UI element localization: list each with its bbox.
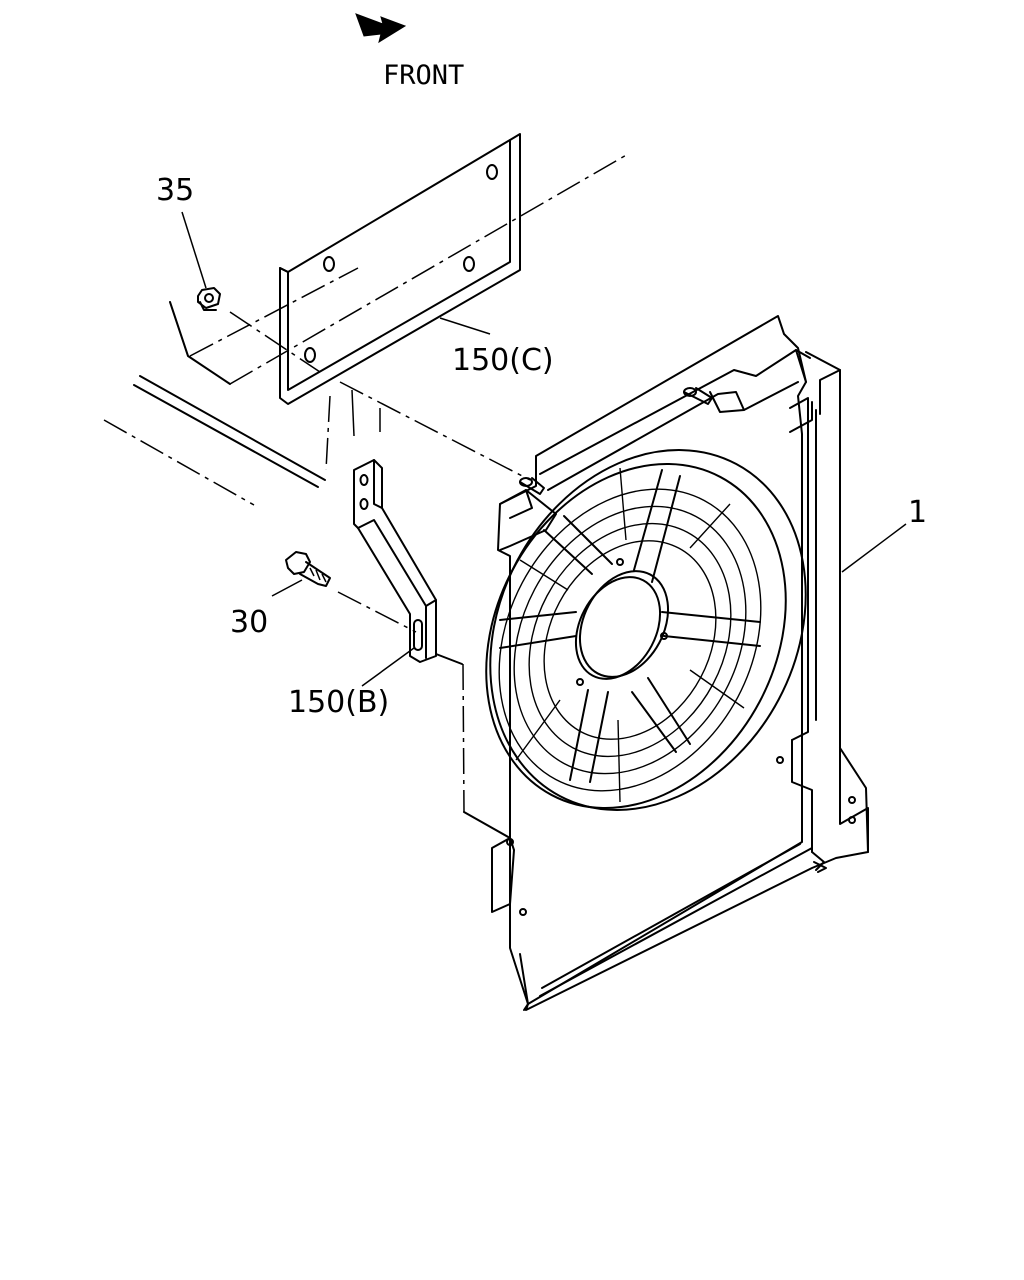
nut-35 <box>197 287 221 311</box>
callout-35: 35 <box>156 173 194 208</box>
front-arrow-icon <box>355 13 407 44</box>
callout-30: 30 <box>230 605 268 640</box>
upper-mount-peg-right <box>683 387 713 405</box>
front-label: FRONT <box>383 60 464 91</box>
callout-150b: 150(B) <box>288 685 389 720</box>
callout-150c: 150(C) <box>452 343 554 378</box>
lower-bracket-150b <box>353 459 437 663</box>
fan-guard <box>485 449 807 811</box>
fan-shroud-assembly <box>491 315 869 1011</box>
callout-1: 1 <box>908 495 927 530</box>
upper-mount-peg <box>519 477 545 495</box>
bolt-30 <box>285 551 331 587</box>
upper-bracket-150c <box>279 133 521 405</box>
